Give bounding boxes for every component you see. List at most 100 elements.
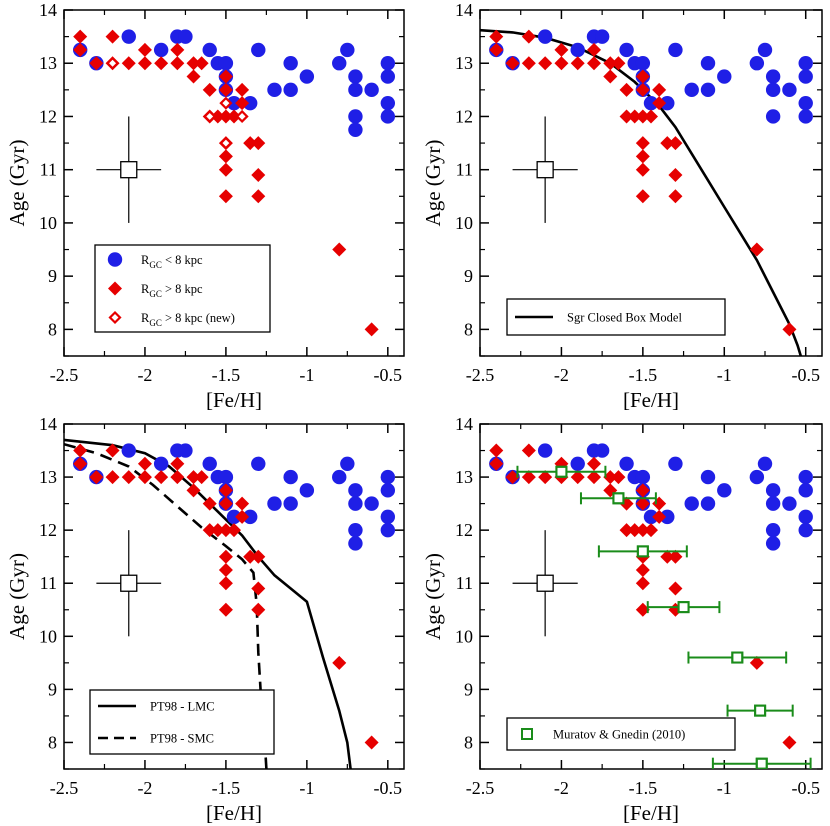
point-diamond-red bbox=[251, 602, 266, 617]
y-tick-label: 14 bbox=[455, 0, 473, 20]
point-circle-blue bbox=[380, 95, 396, 111]
point-circle-blue bbox=[202, 42, 217, 58]
x-axis-label: [Fe/H] bbox=[623, 801, 679, 825]
point-circle-blue bbox=[798, 109, 813, 124]
point-diamond-red bbox=[218, 549, 233, 564]
y-tick-label: 8 bbox=[48, 732, 57, 752]
point-circle-blue bbox=[635, 56, 651, 71]
point-circle-blue bbox=[283, 469, 298, 485]
point-circle-blue bbox=[267, 82, 282, 98]
legend-label: PT98 - LMC bbox=[150, 700, 215, 714]
muratov-errorbar bbox=[579, 492, 657, 505]
point-diamond-red bbox=[635, 602, 650, 617]
point-circle-blue bbox=[798, 483, 813, 498]
point-diamond-red bbox=[105, 470, 120, 485]
point-circle-blue bbox=[798, 95, 813, 111]
point-diamond-red bbox=[210, 109, 225, 124]
point-circle-blue bbox=[380, 69, 396, 84]
point-diamond-red bbox=[121, 56, 136, 71]
point-diamond-red bbox=[627, 523, 642, 538]
point-diamond-red bbox=[218, 576, 233, 591]
point-circle-blue bbox=[765, 483, 781, 498]
point-diamond-red bbox=[489, 42, 504, 57]
typical-error-cross bbox=[512, 116, 578, 223]
point-diamond-red bbox=[652, 82, 667, 97]
typical-error-cross bbox=[512, 530, 578, 637]
point-diamond-red bbox=[154, 470, 169, 485]
point-circle-blue bbox=[380, 56, 396, 71]
point-circle-blue bbox=[660, 95, 675, 111]
point-diamond-red bbox=[218, 189, 233, 204]
point-diamond-red bbox=[668, 136, 683, 151]
point-diamond-red bbox=[73, 42, 88, 57]
x-tick-label: -1.5 bbox=[212, 778, 241, 798]
point-diamond-red bbox=[186, 69, 201, 84]
point-circle-blue bbox=[635, 469, 651, 485]
point-circle-blue bbox=[798, 509, 813, 525]
point-diamond-red bbox=[668, 168, 683, 183]
y-tick-label: 14 bbox=[39, 0, 57, 20]
point-circle-blue bbox=[765, 536, 781, 551]
point-circle-blue bbox=[749, 56, 765, 71]
x-tick-label: -0.5 bbox=[791, 778, 820, 798]
point-circle-blue bbox=[700, 56, 716, 71]
x-tick-label: -0.5 bbox=[374, 778, 403, 798]
typical-error-cross bbox=[96, 116, 162, 223]
point-diamond-red bbox=[235, 496, 250, 511]
point-diamond-red bbox=[170, 456, 185, 471]
x-tick-label: -1 bbox=[717, 365, 732, 385]
y-axis-label: Age (Gyr) bbox=[421, 553, 445, 640]
point-circle-blue bbox=[332, 56, 347, 71]
point-diamond-red bbox=[554, 42, 569, 57]
legend-box bbox=[89, 689, 275, 755]
point-diamond-red bbox=[603, 470, 618, 485]
point-diamond-red bbox=[611, 56, 626, 71]
point-diamond-open-red bbox=[235, 109, 249, 124]
point-diamond-red bbox=[587, 456, 601, 471]
point-diamond-red bbox=[218, 562, 233, 577]
point-diamond-red bbox=[782, 735, 797, 750]
point-circle-blue bbox=[348, 483, 363, 498]
point-diamond-red bbox=[619, 523, 634, 538]
point-diamond-red bbox=[538, 56, 553, 71]
legend-label: Muratov & Gnedin (2010) bbox=[553, 728, 685, 742]
point-circle-blue bbox=[619, 42, 634, 58]
point-diamond-red bbox=[603, 56, 618, 71]
point-circle-blue bbox=[757, 42, 773, 58]
point-diamond-red bbox=[570, 56, 585, 71]
point-diamond-red bbox=[251, 136, 266, 151]
y-axis-label: Age (Gyr) bbox=[5, 553, 29, 640]
point-square-open-green bbox=[755, 757, 768, 769]
legend: Sgr Closed Box Model bbox=[506, 298, 726, 336]
y-tick-label: 12 bbox=[39, 520, 57, 540]
point-diamond-red bbox=[235, 82, 250, 97]
point-diamond-red bbox=[170, 42, 185, 57]
point-diamond-red bbox=[218, 523, 233, 538]
point-circle-blue bbox=[251, 42, 266, 58]
point-circle-blue bbox=[218, 56, 234, 71]
point-diamond-red bbox=[627, 109, 642, 124]
point-diamond-red bbox=[635, 149, 650, 164]
point-diamond-red bbox=[251, 581, 266, 596]
point-circle-blue bbox=[717, 483, 732, 498]
point-circle-blue bbox=[283, 56, 298, 71]
point-circle-blue bbox=[765, 109, 781, 124]
x-axis-label: [Fe/H] bbox=[623, 388, 679, 412]
y-tick-label: 11 bbox=[40, 573, 57, 593]
point-circle-blue bbox=[782, 82, 797, 98]
legend-box bbox=[506, 717, 736, 751]
point-circle-blue bbox=[202, 456, 217, 472]
point-diamond-red bbox=[218, 82, 233, 97]
point-circle-blue bbox=[153, 456, 169, 472]
point-diamond-red bbox=[587, 42, 601, 57]
point-diamond-red bbox=[782, 322, 797, 337]
point-circle-blue bbox=[242, 509, 258, 525]
point-diamond-red bbox=[218, 69, 233, 84]
y-tick-label: 8 bbox=[464, 319, 473, 339]
x-tick-label: -2 bbox=[137, 365, 152, 385]
point-diamond-red bbox=[603, 69, 618, 84]
